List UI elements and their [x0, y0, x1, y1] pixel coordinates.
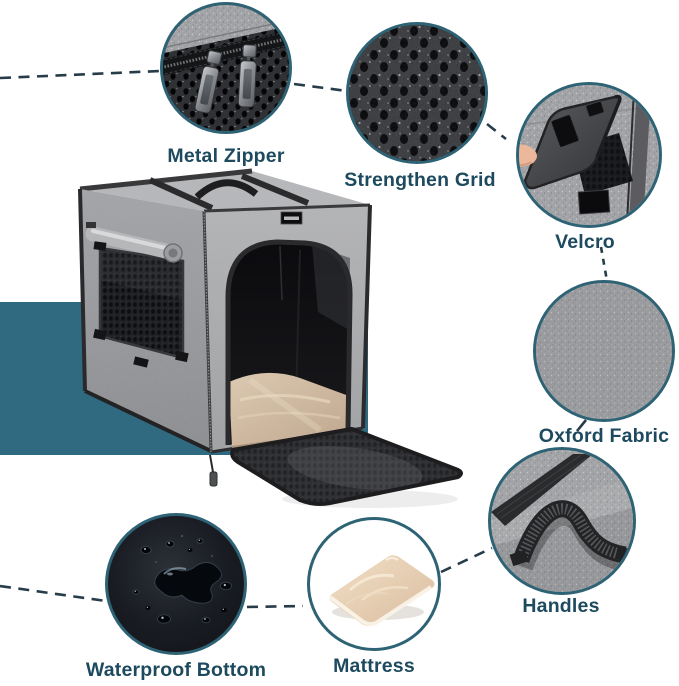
feature-circle-mattress	[307, 517, 441, 651]
mattress-icon	[328, 555, 435, 627]
waterproof-bottom-icon	[132, 535, 232, 624]
feature-label-waterproof-bottom: Waterproof Bottom	[85, 659, 267, 681]
feature-label-velcro: Velcro	[555, 231, 615, 253]
feature-circle-velcro	[516, 82, 662, 228]
carrier-front-panel	[202, 203, 372, 487]
velcro-icon	[519, 85, 659, 225]
feature-label-handles: Handles	[522, 595, 600, 617]
water-droplets	[132, 535, 232, 624]
carrier-top-face	[79, 168, 370, 211]
feature-circle-oxford-fabric	[533, 280, 675, 422]
handles-icon	[491, 450, 633, 592]
door-flap-open	[230, 427, 463, 506]
brand-label	[280, 211, 303, 225]
feature-label-strengthen-grid: Strengthen Grid	[344, 169, 496, 191]
roll-up-cover	[85, 222, 183, 263]
feature-label-oxford-fabric: Oxford Fabric	[538, 425, 670, 447]
door-opening	[225, 239, 353, 448]
side-window-mesh	[98, 246, 185, 360]
feature-label-mattress: Mattress	[333, 655, 415, 677]
feature-circle-waterproof-bottom	[105, 513, 247, 655]
feature-circle-metal-zipper	[160, 2, 292, 134]
top-carry-handle	[194, 179, 259, 200]
oxford-fabric-icon	[536, 283, 672, 419]
metal-zipper-icon	[163, 5, 289, 131]
water-puddle	[154, 562, 222, 604]
feature-label-metal-zipper: Metal Zipper	[167, 145, 285, 167]
strengthen-grid-icon	[349, 25, 485, 161]
feature-circle-strengthen-grid	[346, 22, 488, 164]
feature-circle-handles	[488, 447, 636, 595]
carrier-side-panel	[78, 188, 212, 453]
hand-finger	[519, 144, 537, 167]
